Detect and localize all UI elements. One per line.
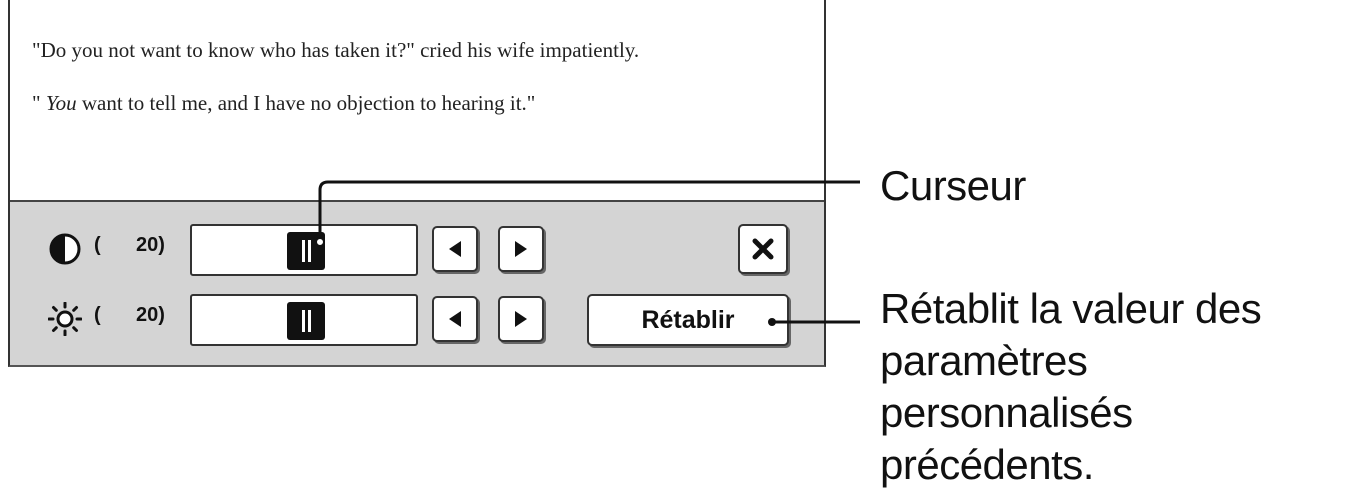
contrast-value: 20) — [136, 234, 165, 256]
paragraph-1: "Do you not want to know who has taken i… — [32, 38, 640, 62]
reset-callout-label: Rétablit la valeur des paramètres person… — [880, 285, 1262, 488]
reset-button[interactable]: Rétablir — [587, 294, 789, 346]
brightness-slider-thumb[interactable] — [287, 302, 325, 340]
brightness-paren: ( — [94, 304, 101, 326]
contrast-increase-button[interactable] — [498, 226, 544, 272]
brightness-decrease-button[interactable] — [432, 296, 478, 342]
brightness-increase-button[interactable] — [498, 296, 544, 342]
contrast-slider-thumb[interactable] — [287, 232, 325, 270]
slider-callout-label: Curseur — [880, 162, 1026, 209]
brightness-slider-track[interactable] — [190, 294, 418, 346]
ereader-screen: "Do you not want to know who has taken i… — [8, 0, 826, 367]
contrast-row: ( 20) — [10, 220, 824, 280]
brightness-sun-icon — [48, 302, 82, 336]
triangle-left-icon — [449, 311, 461, 327]
contrast-paren: ( — [94, 234, 101, 256]
triangle-right-icon — [515, 311, 527, 327]
close-x-icon — [752, 238, 774, 260]
contrast-icon — [49, 233, 81, 265]
reading-text-area: "Do you not want to know who has taken i… — [10, 0, 824, 200]
contrast-decrease-button[interactable] — [432, 226, 478, 272]
close-button[interactable] — [738, 224, 788, 274]
paragraph-2: " You want to tell me, and I have no obj… — [32, 87, 804, 120]
paragraph-2-italic: You — [45, 91, 77, 115]
paragraph-2-rest: want to tell me, and I have no objection… — [76, 91, 536, 115]
brightness-value: 20) — [136, 304, 165, 326]
paragraph-2-open: " — [32, 91, 46, 115]
adjustment-panel: ( 20) — [10, 200, 824, 365]
triangle-left-icon — [449, 241, 461, 257]
triangle-right-icon — [515, 241, 527, 257]
brightness-row: ( 20) Rétablir — [10, 290, 824, 350]
contrast-slider-track[interactable] — [190, 224, 418, 276]
